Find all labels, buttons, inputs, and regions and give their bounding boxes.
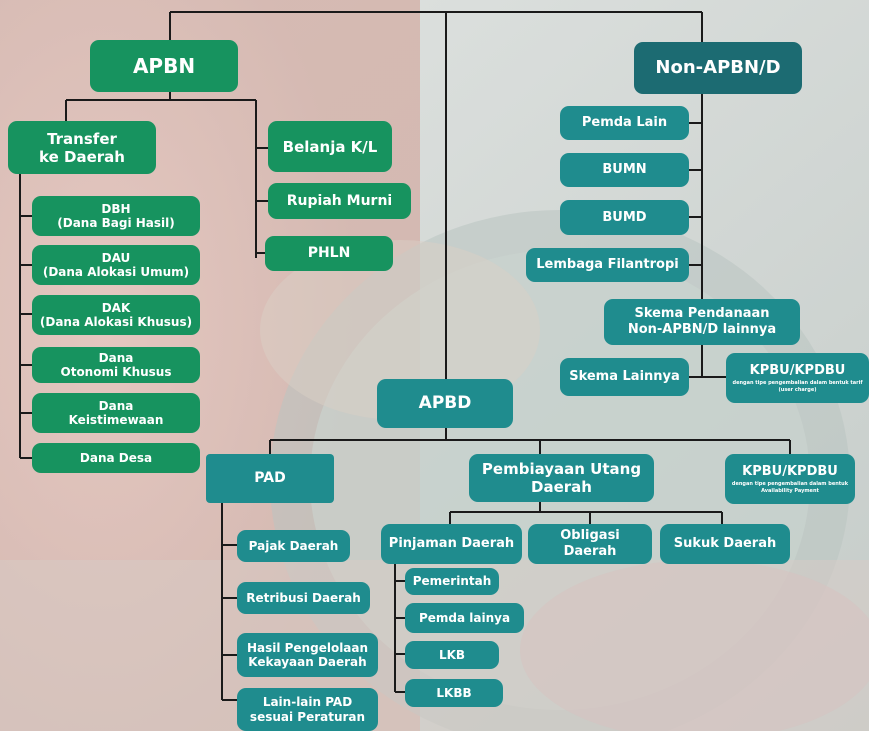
retribusi-daerah-node: Retribusi Daerah (237, 582, 370, 614)
pemerintah-node: Pemerintah (405, 568, 499, 595)
lembaga-filantropi-node: Lembaga Filantropi (526, 248, 689, 282)
pad-node: PAD (206, 454, 334, 503)
phln-node: PHLN (265, 236, 393, 271)
pajak-daerah-node: Pajak Daerah (237, 530, 350, 562)
kpbu-user-charge-title: KPBU/KPDBU (749, 362, 846, 378)
pembiayaan-utang-node: Pembiayaan Utang Daerah (469, 454, 654, 502)
non-apbn-node: Non-APBN/D (634, 42, 802, 94)
dana-desa-node: Dana Desa (32, 443, 200, 473)
obligasi-daerah-node: Obligasi Daerah (528, 524, 652, 564)
dana-otsus-node: Dana Otonomi Khusus (32, 347, 200, 383)
kpbu-availability-title: KPBU/KPDBU (742, 463, 838, 479)
dana-keistimewaan-node: Dana Keistimewaan (32, 393, 200, 433)
dau-node: DAU (Dana Alokasi Umum) (32, 245, 200, 285)
skema-pendanaan-node: Skema Pendanaan Non-APBN/D lainnya (604, 299, 800, 345)
dbh-node: DBH (Dana Bagi Hasil) (32, 196, 200, 236)
belanja-kl-node: Belanja K/L (268, 121, 392, 172)
lkb-node: LKB (405, 641, 499, 669)
apbn-node: APBN (90, 40, 238, 92)
skema-lainnya-node: Skema Lainnya (560, 358, 689, 396)
kpbu-user-charge-node: KPBU/KPDBU dengan tipe pengembalian dala… (726, 353, 869, 403)
kpbu-user-charge-note: dengan tipe pengembalian dalam bentuk ta… (732, 380, 863, 393)
kpbu-availability-node: KPBU/KPDBU dengan tipe pengembalian dala… (725, 454, 855, 504)
bumd-node: BUMD (560, 200, 689, 235)
pemda-lainya-node: Pemda lainya (405, 603, 524, 633)
rupiah-murni-node: Rupiah Murni (268, 183, 411, 219)
lkbb-node: LKBB (405, 679, 503, 707)
apbd-node: APBD (377, 379, 513, 428)
bumn-node: BUMN (560, 153, 689, 187)
transfer-ke-daerah-node: Transfer ke Daerah (8, 121, 156, 174)
dak-node: DAK (Dana Alokasi Khusus) (32, 295, 200, 335)
pinjaman-daerah-node: Pinjaman Daerah (381, 524, 522, 564)
pemda-lain-node: Pemda Lain (560, 106, 689, 140)
hasil-pengelolaan-node: Hasil Pengelolaan Kekayaan Daerah (237, 633, 378, 677)
lain-lain-pad-node: Lain-lain PAD sesuai Peraturan (237, 688, 378, 731)
kpbu-availability-note: dengan tipe pengembalian dalam bentuk Av… (731, 481, 849, 494)
sukuk-daerah-node: Sukuk Daerah (660, 524, 790, 564)
